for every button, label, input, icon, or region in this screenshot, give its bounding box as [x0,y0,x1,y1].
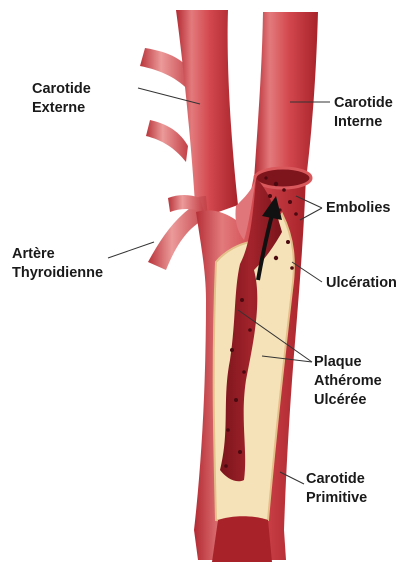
label-embolies-text: Embolies [326,199,390,218]
common-carotid-lower-neck [212,516,272,562]
label-carotide-interne: Carotide Interne [334,94,393,132]
label-plaque-line1: Plaque [314,353,382,372]
external-carotid-branch-lower [146,120,188,162]
label-carotide-interne-line2: Interne [334,113,393,132]
internal-carotid-opening [255,168,311,188]
label-carotide-externe: Carotide Externe [32,80,91,118]
internal-carotid-vessel [254,12,318,180]
embolus [290,266,294,270]
label-artere-thyroidienne-line1: Artère [12,245,103,264]
embolus [240,298,244,302]
label-plaque-line3: Ulcérée [314,391,382,410]
label-carotide-interne-line1: Carotide [334,94,393,113]
embolus [268,194,272,198]
embolus [274,256,278,260]
embolus [238,450,242,454]
embolus [224,464,228,468]
label-ulceration: Ulcération [326,274,397,293]
label-carotide-externe-line1: Carotide [32,80,91,99]
label-plaque-atherome: Plaque Athérome Ulcérée [314,353,382,410]
label-artere-thyroidienne: Artère Thyroidienne [12,245,103,283]
embolus [234,398,238,402]
thyroid-artery-stub [168,195,204,212]
label-carotide-primitive-line2: Primitive [306,489,367,508]
embolus [294,212,298,216]
label-carotide-externe-line2: Externe [32,99,91,118]
external-carotid-vessel [176,10,238,220]
label-embolies: Embolies [326,199,390,218]
label-carotide-primitive: Carotide Primitive [306,470,367,508]
embolus [288,200,292,204]
label-carotide-primitive-line1: Carotide [306,470,367,489]
embolus [248,328,252,332]
embolus [242,370,246,374]
embolus [286,240,290,244]
leader-artere-thyroidienne [108,242,154,258]
embolus [230,348,234,352]
label-artere-thyroidienne-line2: Thyroidienne [12,264,103,283]
embolus [282,188,286,192]
embolus [264,176,267,179]
embolus [274,182,278,186]
label-plaque-line2: Athérome [314,372,382,391]
label-ulceration-text: Ulcération [326,274,397,293]
embolus [226,428,230,432]
